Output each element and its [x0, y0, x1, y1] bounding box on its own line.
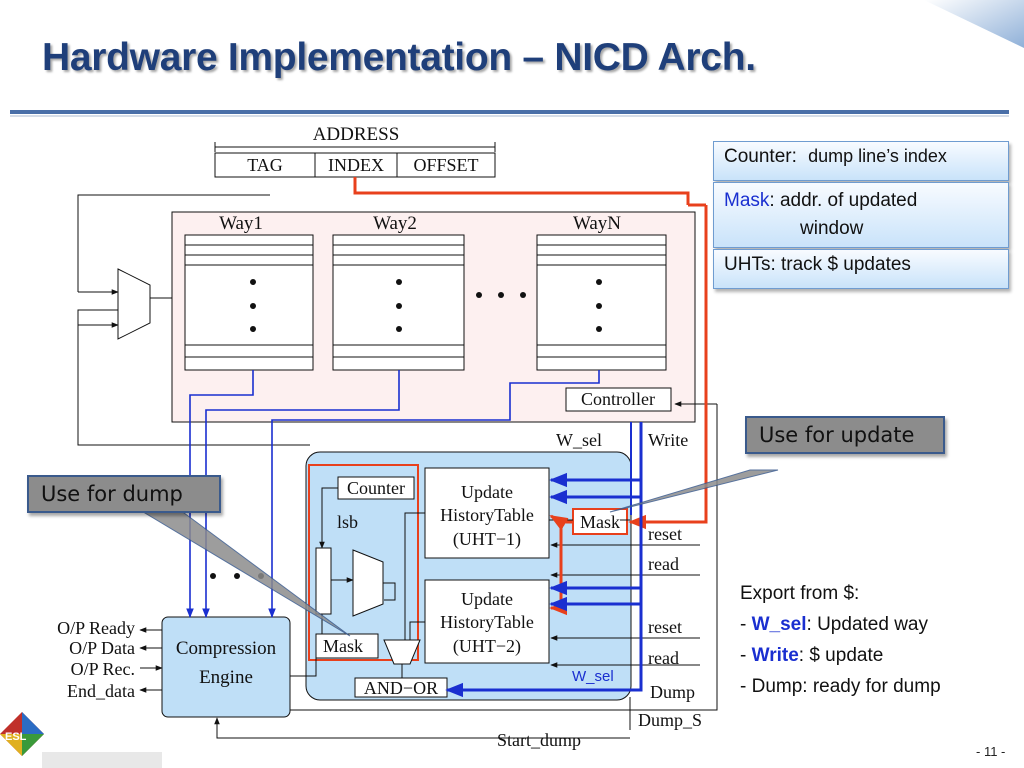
signal-w-sel-blue: W_sel: [572, 668, 614, 685]
way1-label: Way1: [219, 213, 263, 234]
export-wsel-text: : Updated way: [806, 614, 928, 635]
uht1-line2: HistoryTable: [440, 505, 534, 525]
lsb-label: lsb: [337, 512, 358, 532]
controller-label: Controller: [581, 389, 655, 409]
output-rec: O/P Rec.: [71, 659, 135, 679]
write-paths-blue: [445, 422, 643, 698]
controller-box: [565, 387, 672, 412]
counter-register: [315, 547, 332, 615]
title-underline-shadow: [10, 115, 1009, 117]
export-write-key: Write: [751, 645, 799, 666]
mux-wires: [77, 194, 310, 446]
uht2-line2: HistoryTable: [440, 612, 534, 632]
dump-mask-label: Mask: [323, 636, 363, 656]
uht-select-mux: [352, 549, 384, 617]
export-line-write: - Write: $ update: [740, 640, 941, 671]
signal-write: Write: [648, 430, 688, 450]
way-select-mux: [117, 268, 151, 340]
info-box-uhts: UHTs: track $ updates: [713, 249, 1009, 289]
export-wsel-key: W_sel: [751, 614, 807, 635]
export-write-text: : $ update: [798, 645, 884, 666]
uht2-line3: (UHT−2): [453, 636, 521, 657]
uht1-line3: (UHT−1): [453, 529, 521, 550]
info-mask-line2: window: [800, 218, 864, 239]
export-line-dump: - Dump: ready for dump: [740, 676, 941, 697]
info-box-counter: Counter: dump line’s index: [713, 141, 1009, 181]
engine-line2: Engine: [199, 667, 253, 688]
address-field-index: INDEX: [328, 155, 384, 175]
address-label: ADDRESS: [313, 124, 400, 145]
way1-array: [184, 234, 314, 371]
way-ellipsis-dots: [250, 279, 602, 332]
update-mask-label: Mask: [580, 512, 620, 532]
info-mask-key: Mask: [724, 190, 770, 211]
esl-logo-text: ESL: [5, 731, 27, 743]
compression-engine-box: [161, 616, 291, 718]
uht1-line1: Update: [461, 482, 513, 502]
info-counter-key: Counter:: [724, 146, 797, 167]
callout-use-for-dump: Use for dump: [27, 475, 221, 513]
info-uhts-text: UHTs: track $ updates: [724, 254, 911, 275]
output-end-data: End_data: [67, 681, 135, 701]
output-data: O/P Data: [69, 638, 135, 658]
way2-label: Way2: [373, 213, 417, 234]
uht1-box: [424, 467, 550, 559]
corner-decoration: [924, 0, 1024, 48]
signal-dump-s: Dump_S: [638, 710, 702, 730]
address-field-tag: TAG: [247, 155, 283, 175]
slide-title: Hardware Implementation – NICD Arch.: [42, 36, 756, 79]
and-or-label: AND−OR: [364, 678, 438, 698]
info-box-mask: Mask: addr. of updated window: [713, 182, 1009, 248]
esl-logo: ESL: [0, 712, 162, 768]
uht2-box: [424, 579, 550, 664]
signal-reset-2: reset: [648, 617, 682, 637]
address-field-offset: OFFSET: [413, 155, 478, 175]
callout-use-for-update: Use for update: [745, 416, 945, 454]
export-line-wsel: - W_sel: Updated way: [740, 609, 941, 640]
signal-start-dump: Start_dump: [497, 730, 581, 750]
info-mask-text: : addr. of updated: [769, 190, 918, 211]
uht-output-mux: [383, 639, 421, 665]
way2-array: [332, 234, 465, 371]
title-underline: [10, 110, 1009, 114]
uht2-line1: Update: [461, 589, 513, 609]
engine-line1: Compression: [176, 638, 277, 659]
wayn-label: WayN: [573, 213, 621, 234]
signal-read-1: read: [648, 554, 679, 574]
output-ready: O/P Ready: [57, 618, 135, 638]
update-callout-pointer: [609, 469, 779, 513]
uht-region: [305, 451, 632, 701]
counter-label: Counter: [347, 478, 405, 498]
signal-read-2: read: [648, 648, 679, 668]
export-heading: Export from $:: [740, 583, 860, 604]
wayn-array: [536, 234, 667, 371]
page-number: - 11 -: [976, 744, 1006, 759]
export-dash-2: -: [740, 645, 752, 666]
signal-w-sel: W_sel: [556, 430, 602, 450]
signal-reset-1: reset: [648, 524, 682, 544]
export-dash-1: -: [740, 614, 752, 635]
counter-highlight-box: [308, 464, 419, 661]
info-counter-text: dump line’s index: [808, 146, 947, 166]
signal-dump: Dump: [650, 682, 695, 702]
export-notes: Export from $: - W_sel: Updated way - Wr…: [740, 578, 941, 702]
